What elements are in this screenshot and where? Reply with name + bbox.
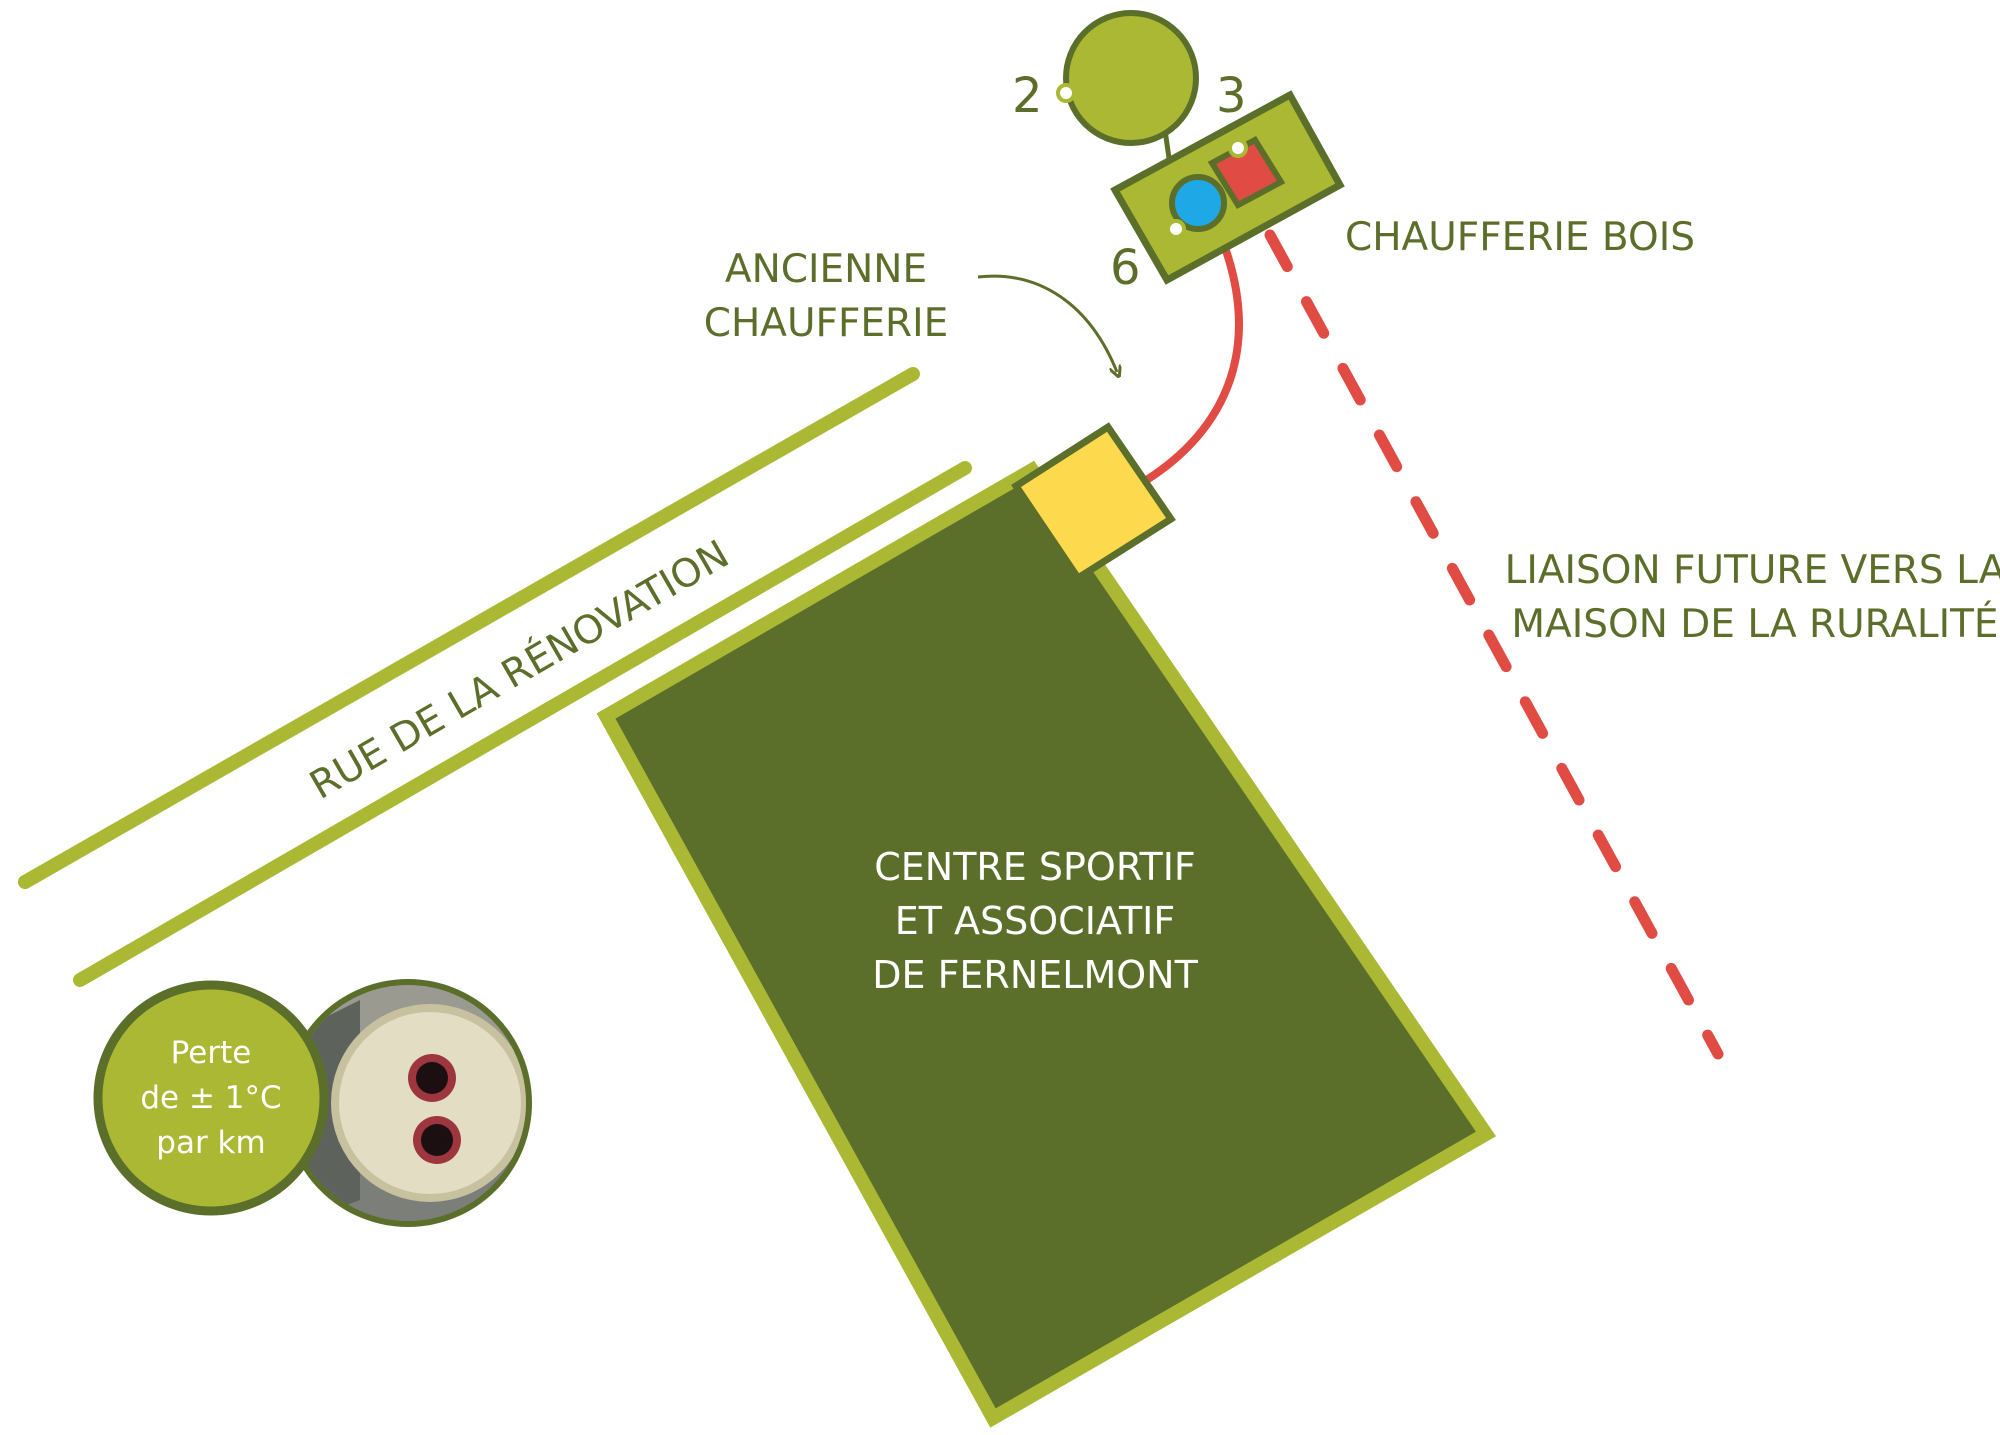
old-boiler-room [1011,422,1176,583]
heat-loss-text-line2: de ± 1°C [140,1080,281,1116]
future-link-label-line2: MAISON DE LA RURALITÉ [1511,600,1998,647]
point-2-marker [1056,83,1076,103]
heat-loss-text-line1: Perte [171,1035,252,1071]
sports-center-label-line3: DE FERNELMONT [872,953,1198,997]
sports-center-label-line2: ET ASSOCIATIF [895,899,1176,943]
heat-loss-text-line3: par km [156,1125,265,1161]
heat-pipe [1136,216,1243,488]
point-3-label: 3 [1216,68,1247,124]
street-line-lower [73,461,972,987]
old-boiler-room-arrow [977,274,1117,372]
pump-circle-icon [1169,174,1227,232]
wood-boiler-room-label: CHAUFFERIE BOIS [1345,215,1695,260]
street-line-upper [18,367,920,889]
heat-loss-badge [93,980,329,1216]
old-boiler-room-label-line1: ANCIENNE [725,247,927,292]
point-3-marker [1228,138,1248,158]
future-link-line [1264,229,1724,1060]
point-6-label: 6 [1110,240,1141,296]
sports-center-label-line1: CENTRE SPORTIF [874,845,1196,889]
point-2-label: 2 [1012,68,1043,124]
silo-circle-icon [1063,10,1199,146]
sports-center-building [596,460,1497,1428]
point-6-marker [1166,219,1186,239]
old-boiler-room-label-line2: CHAUFFERIE [704,301,949,346]
future-link-label-line1: LIAISON FUTURE VERS LA [1505,548,2000,593]
